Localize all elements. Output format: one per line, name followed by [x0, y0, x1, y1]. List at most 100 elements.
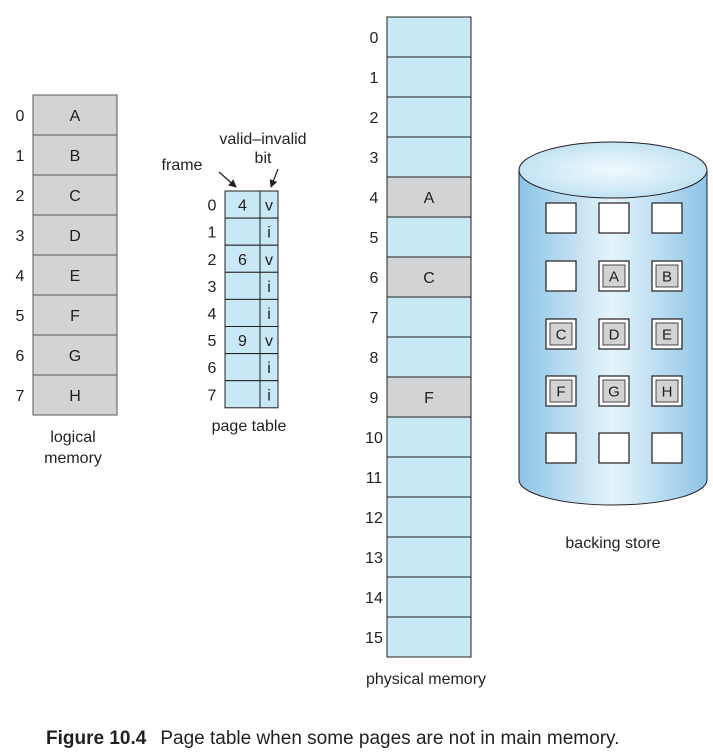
- page-table-index: 7: [208, 387, 217, 404]
- frame-label: frame: [162, 157, 203, 174]
- physical-frame-index: 1: [370, 70, 379, 87]
- page-table-frame-number: 6: [238, 252, 247, 269]
- backing-store-page-box: [655, 322, 679, 346]
- physical-frame-index: 7: [370, 310, 379, 327]
- logical-page-label: H: [69, 388, 81, 405]
- physical-frame-cell: [386, 176, 472, 218]
- frame-arrow: [218, 171, 237, 188]
- logical-memory-label-line1: logical: [50, 429, 95, 446]
- backing-store-page-box: [549, 322, 573, 346]
- page-table-index: 1: [208, 225, 217, 242]
- backing-store-cylinder-top: [518, 141, 708, 199]
- page-table-valid-bit: v: [265, 333, 273, 350]
- page-table-frame-number: 9: [238, 333, 247, 350]
- logical-page-label: E: [70, 268, 81, 285]
- page-table-index: 6: [208, 360, 217, 377]
- valid-invalid-label-line1: valid–invalid: [219, 131, 306, 148]
- logical-page-index: 4: [16, 268, 25, 285]
- logical-page-label: B: [70, 148, 81, 165]
- backing-store-page-box: [602, 264, 626, 288]
- physical-frame-cell: [386, 376, 472, 418]
- backing-store-page-label: A: [609, 269, 619, 286]
- physical-frame-index: 5: [370, 230, 379, 247]
- physical-frame-index: 8: [370, 350, 379, 367]
- physical-frame-index: 11: [366, 470, 383, 487]
- logical-page-cell: [32, 374, 118, 416]
- logical-page-label: D: [69, 228, 81, 245]
- physical-frame-cell: [386, 56, 472, 98]
- backing-store-page-box: [602, 379, 626, 403]
- backing-store-page-label: C: [556, 327, 567, 344]
- page-table-valid-bit: v: [265, 252, 273, 269]
- page-table-frame-number: 4: [238, 198, 247, 215]
- page-table-index: 5: [208, 333, 217, 350]
- backing-store-empty-slot: [545, 202, 577, 234]
- page-table-bit-cell: [259, 380, 279, 409]
- logical-page-index: 1: [16, 148, 25, 165]
- backing-store-empty-slot: [598, 432, 630, 464]
- physical-frame-cell: [386, 456, 472, 498]
- physical-frame-index: 15: [365, 630, 383, 647]
- backing-store-empty-slot: [545, 432, 577, 464]
- physical-frame-cell: [386, 616, 472, 658]
- physical-frame-cell: [386, 96, 472, 138]
- valid-bit-arrow: [269, 168, 279, 188]
- backing-store-label: backing store: [565, 535, 660, 552]
- page-table-valid-bit: i: [267, 360, 271, 377]
- logical-page-label: F: [70, 308, 80, 325]
- physical-frame-cell: [386, 136, 472, 178]
- backing-store-empty-slot: [651, 202, 683, 234]
- logical-page-cell: [32, 94, 118, 136]
- physical-frame-cell: [386, 256, 472, 298]
- page-table-valid-bit: v: [265, 198, 273, 215]
- physical-frame-cell: [386, 336, 472, 378]
- logical-page-label: C: [69, 188, 81, 205]
- figure-number: Figure 10.4: [46, 728, 147, 749]
- page-table-valid-bit: i: [267, 225, 271, 242]
- physical-frame-cell: [386, 416, 472, 458]
- physical-frame-index: 2: [370, 110, 379, 127]
- backing-store-page-label: E: [662, 327, 672, 344]
- logical-memory-label-line2: memory: [44, 450, 102, 467]
- physical-frame-label: A: [424, 190, 435, 207]
- valid-invalid-label-line2: bit: [255, 150, 272, 167]
- page-table-frame-cell: [224, 271, 261, 300]
- physical-frame-cell: [386, 296, 472, 338]
- backing-store-page-label: D: [609, 327, 620, 344]
- backing-store-page-box: [655, 264, 679, 288]
- page-table-valid-bit: i: [267, 306, 271, 323]
- page-table-index: 3: [208, 279, 217, 296]
- page-table-frame-cell: [224, 380, 261, 409]
- logical-page-label: G: [69, 348, 81, 365]
- physical-frame-cell: [386, 536, 472, 578]
- physical-frame-index: 13: [365, 550, 383, 567]
- physical-memory-label: physical memory: [366, 671, 486, 688]
- logical-page-index: 0: [16, 108, 25, 125]
- logical-page-index: 7: [16, 388, 25, 405]
- logical-page-cell: [32, 214, 118, 256]
- physical-frame-label: F: [424, 390, 434, 407]
- logical-page-index: 3: [16, 228, 25, 245]
- backing-store-page-label: G: [608, 384, 620, 401]
- physical-frame-index: 0: [370, 30, 379, 47]
- physical-frame-cell: [386, 16, 472, 58]
- backing-store-empty-slot: [651, 432, 683, 464]
- physical-frame-index: 10: [365, 430, 383, 447]
- physical-frame-index: 4: [370, 190, 379, 207]
- page-table-index: 4: [208, 306, 217, 323]
- page-table-frame-cell: [224, 326, 261, 355]
- logical-page-index: 2: [16, 188, 25, 205]
- physical-frame-cell: [386, 496, 472, 538]
- physical-frame-cell: [386, 216, 472, 258]
- logical-page-index: 6: [16, 348, 25, 365]
- physical-frame-label: C: [423, 270, 435, 287]
- physical-frame-cell: [386, 576, 472, 618]
- backing-store-empty-slot: [598, 202, 630, 234]
- backing-store-empty-slot: [545, 260, 577, 292]
- page-table-frame-cell: [224, 244, 261, 273]
